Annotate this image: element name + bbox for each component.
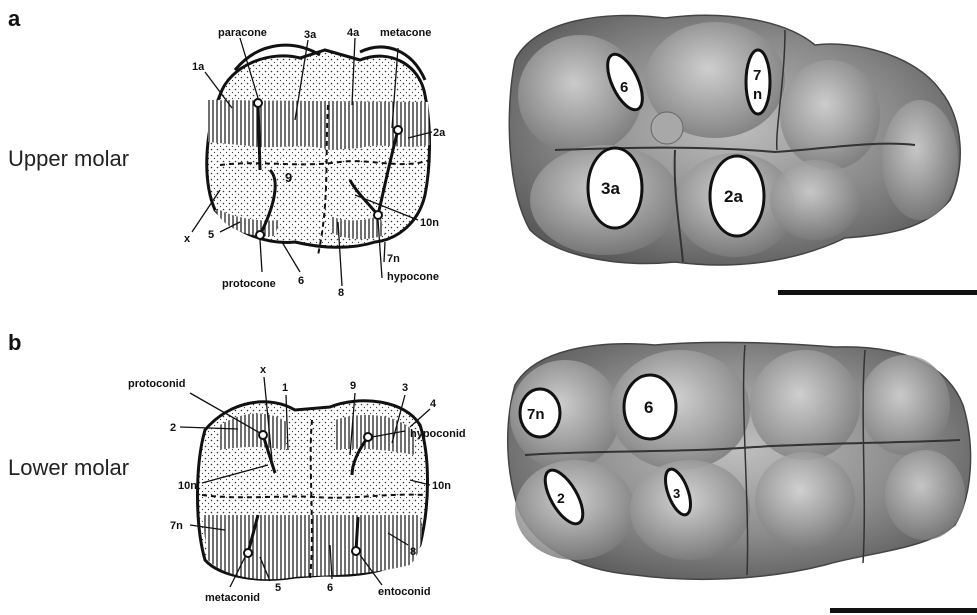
label-10n-left: 10n	[178, 480, 197, 492]
label-8: 8	[338, 287, 344, 299]
label-2a: 2a	[433, 127, 446, 139]
label-hypocone: hypocone	[387, 271, 439, 283]
panel-letter-b: b	[8, 330, 21, 356]
upper-photo-label-6: 6	[620, 79, 628, 96]
upper-scale-bar	[778, 290, 977, 295]
label-5-lower: 5	[275, 582, 281, 594]
protocone-tip	[256, 231, 264, 239]
label-metaconid: metaconid	[205, 592, 260, 604]
label-8-lower: 8	[410, 546, 416, 558]
upper-photo-label-n: n	[753, 86, 762, 103]
upper-photo-label-3a: 3a	[601, 179, 620, 198]
label-6-lower: 6	[327, 582, 333, 594]
label-2: 2	[170, 422, 176, 434]
lower-molar-diagram: protoconid x 1 9 3 4 hypoconid 2 10n 10n…	[120, 355, 510, 615]
label-paracone: paracone	[218, 27, 267, 39]
label-1: 1	[282, 382, 288, 394]
label-3: 3	[402, 382, 408, 394]
row-label-upper-molar: Upper molar	[8, 146, 129, 172]
label-protoconid: protoconid	[128, 378, 185, 390]
metaconid-tip	[244, 549, 252, 557]
lower-photo-label-3: 3	[673, 486, 680, 501]
panel-letter-a: a	[8, 6, 20, 32]
label-10n: 10n	[420, 217, 439, 229]
upper-molar-diagram: paracone 1a 3a 4a metacone 2a 9 10n x 5 …	[180, 10, 480, 300]
label-x-lower: x	[260, 364, 267, 376]
lower-photo-label-2: 2	[557, 490, 565, 506]
label-9: 9	[285, 170, 292, 185]
paracone-tip	[254, 99, 262, 107]
hypocone-tip	[374, 211, 382, 219]
label-4a: 4a	[347, 27, 360, 39]
label-x: x	[184, 233, 191, 245]
entoconid-tip	[352, 547, 360, 555]
label-6: 6	[298, 275, 304, 287]
lower-molar-photo: 7n 6 2 3	[495, 325, 977, 615]
metacone-tip	[394, 126, 402, 134]
upper-photo-label-7: 7	[753, 67, 761, 84]
label-1a: 1a	[192, 61, 205, 73]
label-5: 5	[208, 229, 214, 241]
label-9-lower: 9	[350, 380, 356, 392]
label-10n-right: 10n	[432, 480, 451, 492]
upper-molar-photo: 6 7 n 3a 2a	[495, 0, 977, 300]
label-7n: 7n	[387, 253, 400, 265]
label-protocone: protocone	[222, 278, 276, 290]
label-entoconid: entoconid	[378, 586, 431, 598]
label-4: 4	[430, 398, 437, 410]
label-metacone: metacone	[380, 27, 431, 39]
lower-photo-label-6: 6	[644, 398, 653, 417]
label-7n-lower: 7n	[170, 520, 183, 532]
lower-photo-label-7n: 7n	[527, 406, 545, 423]
label-hypoconid: hypoconid	[410, 428, 466, 440]
upper-photo-label-2a: 2a	[724, 187, 743, 206]
protoconid-tip	[259, 431, 267, 439]
lower-scale-bar	[830, 608, 977, 613]
row-label-lower-molar: Lower molar	[8, 455, 129, 481]
hypoconid-tip	[364, 433, 372, 441]
label-3a: 3a	[304, 29, 317, 41]
upper-buccal-band	[208, 100, 430, 150]
